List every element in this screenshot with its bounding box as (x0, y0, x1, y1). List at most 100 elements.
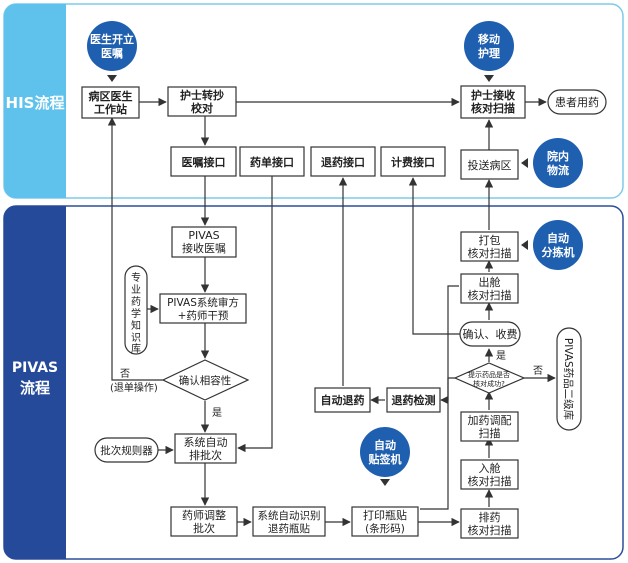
svg-text:PIVAS系统审方: PIVAS系统审方 (167, 296, 239, 309)
svg-text:打包: 打包 (479, 233, 501, 247)
svg-text:确认、收费: 确认、收费 (463, 327, 518, 341)
out-scan-box: 出舱 核对扫描 (460, 273, 519, 304)
doctor-order-circle: 医生开立 医嘱 (87, 21, 137, 71)
svg-text:退药接口: 退药接口 (321, 155, 365, 169)
svg-text:药单接口: 药单接口 (250, 155, 294, 169)
review-box: PIVAS系统审方 +药师干预 (159, 293, 247, 324)
svg-text:扫描: 扫描 (479, 426, 501, 440)
svg-text:(条形码): (条形码) (365, 522, 405, 535)
svg-text:出舱: 出舱 (479, 275, 501, 289)
svg-text:贴签机: 贴签机 (368, 452, 402, 466)
order-api-box: 医嘱接口 (170, 146, 237, 177)
auto-return-box: 自动退药 (314, 387, 371, 413)
svg-text:自动退药: 自动退药 (321, 393, 365, 407)
svg-text:识: 识 (131, 332, 141, 344)
nurse-transcribe-box: 护士转抄 校对 (167, 86, 237, 117)
return-api-box: 退药接口 (310, 146, 376, 177)
patient-use-box: 患者用药 (547, 89, 607, 115)
svg-text:院内: 院内 (547, 149, 569, 163)
svg-text:核对扫描: 核对扫描 (468, 246, 512, 260)
auto-recognize-box: 系统自动识别 退药瓶贴 (252, 506, 326, 537)
svg-text:护士转抄: 护士转抄 (180, 88, 224, 102)
svg-text:加药调配: 加药调配 (468, 414, 512, 427)
svg-text:药: 药 (131, 296, 141, 308)
svg-text:退药检测: 退药检测 (392, 393, 436, 407)
svg-text:系统自动: 系统自动 (184, 436, 228, 449)
sorter-circle: 自动 分拣机 (533, 220, 583, 270)
svg-text:系统自动识别: 系统自动识别 (258, 509, 321, 522)
svg-text:排批次: 排批次 (189, 448, 222, 462)
auto-batch-box: 系统自动 排批次 (174, 433, 237, 464)
svg-text:学: 学 (131, 307, 141, 320)
svg-text:医生开立: 医生开立 (90, 32, 134, 46)
labeler-circle: 自动 贴签机 (360, 427, 410, 477)
svg-text:批次规则器: 批次规则器 (100, 444, 153, 457)
svg-text:+药师干预: +药师干预 (178, 309, 229, 322)
pack-scan-box: 打包 核对扫描 (460, 231, 519, 262)
drug-api-box: 药单接口 (239, 146, 305, 177)
yes-compat-label: 是 (212, 407, 222, 419)
print-label-box: 打印瓶贴 (条形码) (351, 506, 419, 537)
svg-text:工作站: 工作站 (94, 102, 127, 116)
pivas-section: PIVAS 流程 (3, 205, 624, 560)
svg-text:专: 专 (131, 271, 141, 284)
svg-text:(退单操作): (退单操作) (110, 381, 158, 394)
logistics-circle: 院内 物流 (533, 138, 583, 188)
billing-api-box: 计费接口 (380, 146, 446, 177)
nurse-receive-box: 护士接收 核对扫描 (460, 85, 526, 119)
svg-text:打印瓶贴: 打印瓶贴 (363, 508, 407, 522)
svg-text:否: 否 (120, 368, 130, 380)
svg-text:自动: 自动 (547, 231, 569, 245)
svg-text:医嘱接口: 医嘱接口 (182, 155, 226, 169)
knowledge-base-box: 专 业 药 学 知 识 库 (124, 265, 148, 355)
svg-text:确认相容性: 确认相容性 (179, 374, 232, 387)
svg-text:核对扫描: 核对扫描 (468, 523, 512, 537)
svg-text:患者用药: 患者用药 (555, 96, 599, 109)
pivas-receive-box: PIVAS 接收医嘱 (171, 226, 237, 258)
svg-text:核对成功?: 核对成功? (473, 379, 505, 388)
svg-text:排药: 排药 (479, 510, 501, 524)
svg-text:分拣机: 分拣机 (542, 245, 575, 259)
return-check-box: 退药检测 (386, 387, 441, 413)
svg-text:护士接收: 护士接收 (471, 88, 515, 102)
no-success-label: 否 (533, 365, 543, 377)
pharm-adjust-box: 药师调整 批次 (170, 506, 238, 537)
svg-text:入舱: 入舱 (479, 461, 501, 475)
svg-text:核对扫描: 核对扫描 (471, 101, 515, 115)
confirm-fee-box: 确认、收费 (459, 321, 521, 347)
pivas-section-title-a: PIVAS (12, 360, 58, 376)
svg-text:批次: 批次 (193, 521, 215, 535)
connectors (107, 97, 556, 527)
batch-rules-box: 批次规则器 (94, 437, 159, 463)
pivas-section-title-b: 流程 (20, 379, 50, 397)
svg-text:提示药品是否: 提示药品是否 (468, 370, 510, 379)
svg-text:移动: 移动 (478, 32, 500, 46)
svg-text:PIVAS药品二级库: PIVAS药品二级库 (562, 338, 575, 420)
ward-station-box: 病区医生 工作站 (81, 86, 140, 119)
svg-text:投送病区: 投送病区 (468, 158, 512, 172)
svg-text:病区医生: 病区医生 (89, 89, 133, 103)
sort-scan-box: 排药 核对扫描 (460, 508, 519, 539)
svg-text:业: 业 (131, 284, 141, 296)
svg-text:医嘱: 医嘱 (101, 47, 123, 60)
no-return-label: 否 (退单操作) (110, 368, 158, 394)
svg-text:自动: 自动 (374, 438, 396, 452)
compat-diamond: 确认相容性 (161, 359, 250, 401)
add-scan-box: 加药调配 扫描 (460, 411, 519, 442)
svg-text:核对扫描: 核对扫描 (468, 288, 512, 302)
svg-text:PIVAS: PIVAS (188, 229, 219, 242)
circle-pointers (107, 75, 528, 486)
success-diamond: 提示药品是否 核对成功? (453, 362, 526, 394)
svg-text:药师调整: 药师调整 (182, 508, 226, 522)
in-scan-box: 入舱 核对扫描 (460, 459, 519, 490)
svg-text:接收医嘱: 接收医嘱 (182, 241, 226, 255)
yes-success-label: 是 (496, 350, 506, 362)
mobile-nursing-circle: 移动 护理 (464, 21, 514, 71)
warehouse-box: PIVAS药品二级库 (556, 327, 582, 431)
svg-text:护理: 护理 (478, 46, 500, 60)
svg-text:物流: 物流 (547, 163, 569, 177)
svg-text:库: 库 (131, 342, 141, 355)
svg-text:校对: 校对 (191, 101, 213, 115)
svg-text:知: 知 (131, 319, 141, 332)
deliver-box: 投送病区 (460, 149, 519, 180)
